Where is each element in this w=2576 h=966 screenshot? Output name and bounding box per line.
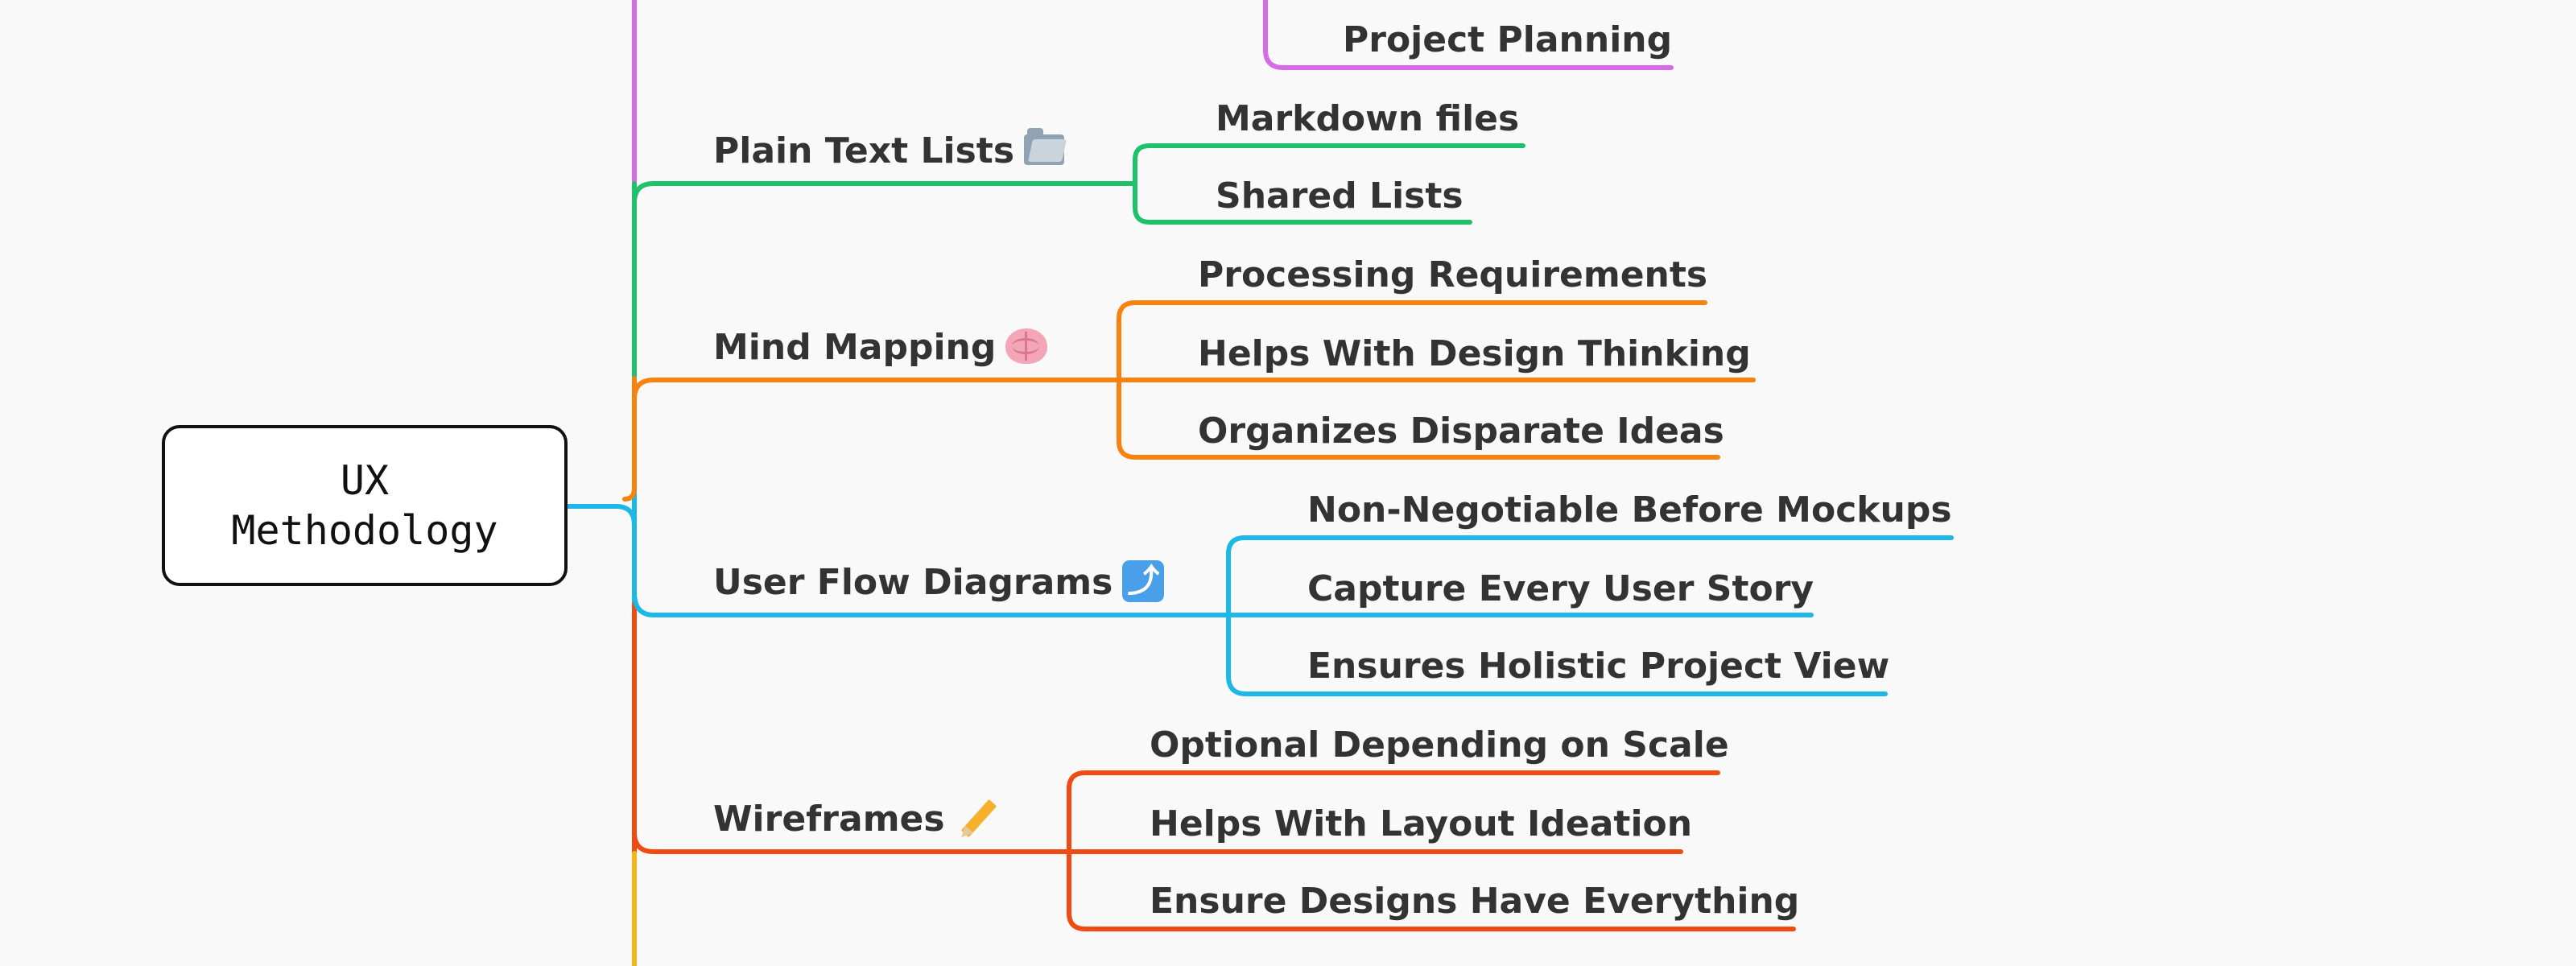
node-helps-with-layout-ideation[interactable]: Helps With Layout Ideation (1150, 803, 1693, 844)
wireframes-line (632, 830, 1071, 854)
root-connector-orange-line (622, 485, 637, 502)
node-helps-with-design-thinking[interactable]: Helps With Design Thinking (1198, 333, 1751, 374)
mind-mapping-fork-line (1116, 300, 1756, 460)
branch-user-flow-diagrams[interactable]: User Flow Diagrams⤴ (713, 560, 1165, 605)
pencil-icon (955, 795, 1000, 841)
mind-mapping-line (632, 378, 1121, 402)
node-organizes-disparate-ideas[interactable]: Organizes Disparate Ideas (1198, 411, 1724, 452)
node-processing-requirements[interactable]: Processing Requirements (1198, 254, 1708, 295)
node-project-planning[interactable]: Project Planning (1343, 19, 1673, 60)
node-markdown-files[interactable]: Markdown files (1216, 98, 1520, 139)
root-node[interactable]: UX Methodology (162, 425, 568, 586)
node-ensure-designs-have-everything[interactable]: Ensure Designs Have Everything (1150, 881, 1800, 922)
branch-label-text: Plain Text Lists (713, 130, 1015, 171)
node-capture-every-user-story[interactable]: Capture Every User Story (1307, 568, 1814, 609)
branch-wireframes[interactable]: Wireframes (713, 799, 1000, 844)
project-planning-line (1263, 0, 1674, 70)
node-shared-lists[interactable]: Shared Lists (1216, 175, 1463, 217)
root-connector-line (565, 504, 637, 527)
node-ensures-holistic-project-view[interactable]: Ensures Holistic Project View (1307, 646, 1890, 687)
plain-text-lists-fork-line (1133, 143, 1525, 225)
branch-mind-mapping[interactable]: Mind Mapping (713, 327, 1048, 369)
branch-label-text: Mind Mapping (713, 327, 997, 368)
node-optional-depending-on-scale[interactable]: Optional Depending on Scale (1150, 724, 1729, 766)
node-non-negotiable-before-mockups[interactable]: Non-Negotiable Before Mockups (1307, 489, 1952, 530)
branch-label-text: Wireframes (713, 799, 945, 840)
root-label: UX Methodology (231, 457, 498, 554)
user-flow-diagrams-fork-line (1225, 535, 1954, 696)
plain-text-lists-line (632, 181, 1137, 205)
branch-label-text: User Flow Diagrams (713, 562, 1113, 603)
flow-arrow-icon: ⤴ (1122, 560, 1165, 602)
branch-plain-text-lists[interactable]: Plain Text Lists (713, 128, 1065, 172)
wireframes-fork-line (1066, 770, 1796, 931)
folder-icon (1024, 128, 1065, 165)
user-flow-diagrams-line (632, 590, 1231, 617)
brain-icon (1005, 328, 1048, 364)
